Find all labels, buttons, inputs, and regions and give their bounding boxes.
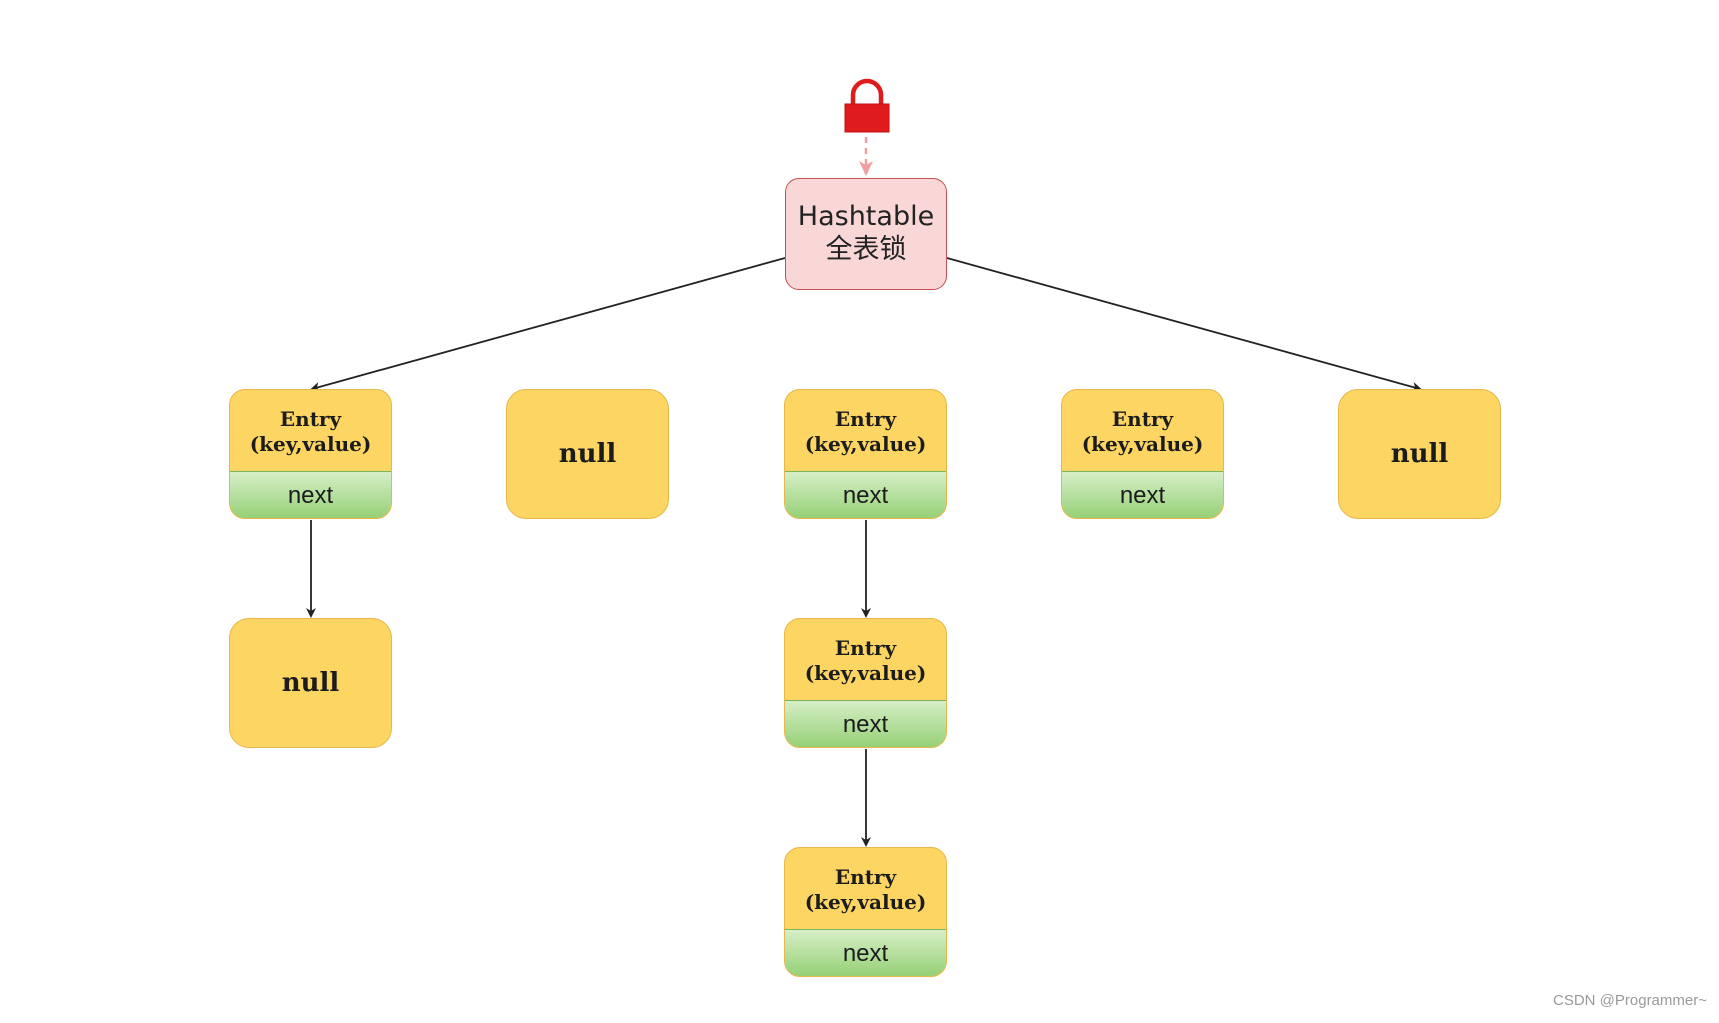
entry-next: next xyxy=(785,700,946,747)
entry-keyvalue: (key,value) xyxy=(1081,431,1204,456)
entry-head: Entry (key,value) xyxy=(785,848,946,929)
hashtable-title: Hashtable xyxy=(797,201,935,232)
entry-next: next xyxy=(785,929,946,976)
hashtable-subtitle: 全表锁 xyxy=(825,234,907,265)
entry-head: Entry (key,value) xyxy=(785,619,946,700)
entry-label: Entry xyxy=(834,864,897,889)
hashtable-node: Hashtable 全表锁 xyxy=(785,178,947,290)
entry-head: Entry (key,value) xyxy=(230,390,391,471)
entry-node-chain-3-3: Entry (key,value) next xyxy=(784,847,947,977)
null-node-chain-1: null xyxy=(229,618,392,748)
edge-root-bucket-1 xyxy=(310,257,786,392)
entry-label: Entry xyxy=(834,406,897,431)
null-node-bucket-5: null xyxy=(1338,389,1501,519)
entry-next: next xyxy=(785,471,946,518)
entry-head: Entry (key,value) xyxy=(1062,390,1223,471)
entry-keyvalue: (key,value) xyxy=(804,431,927,456)
entry-label: Entry xyxy=(1111,406,1174,431)
entry-keyvalue: (key,value) xyxy=(804,889,927,914)
entry-label: Entry xyxy=(834,635,897,660)
lock-icon xyxy=(844,78,890,133)
entry-keyvalue: (key,value) xyxy=(249,431,372,456)
entry-head: Entry (key,value) xyxy=(785,390,946,471)
entry-label: Entry xyxy=(279,406,342,431)
edge-root-bucket-5 xyxy=(946,257,1422,392)
entry-keyvalue: (key,value) xyxy=(804,660,927,685)
entry-node-bucket-3: Entry (key,value) next xyxy=(784,389,947,519)
entry-next: next xyxy=(230,471,391,518)
entry-node-bucket-4: Entry (key,value) next xyxy=(1061,389,1224,519)
entry-node-chain-3-2: Entry (key,value) next xyxy=(784,618,947,748)
entry-next: next xyxy=(1062,471,1223,518)
watermark: CSDN @Programmer~ xyxy=(1552,992,1707,1009)
null-node-bucket-2: null xyxy=(506,389,669,519)
entry-node-bucket-1: Entry (key,value) next xyxy=(229,389,392,519)
